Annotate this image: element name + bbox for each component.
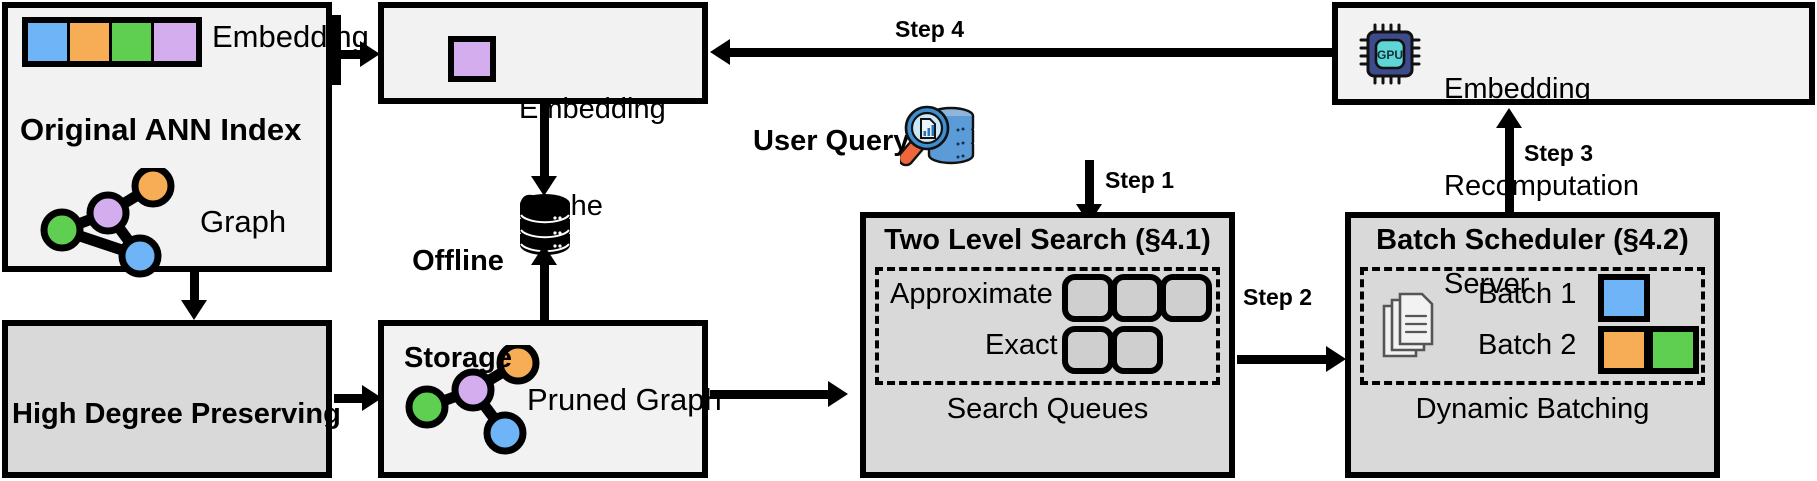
batch1-label: Batch 1 (1478, 278, 1577, 310)
dynamic-batching-dashed-region (1360, 267, 1705, 385)
search-queues-footer: Search Queues (946, 393, 1149, 425)
arrow-pruned-to-search-line (710, 390, 832, 399)
arrow-pruning-to-pruned-line (334, 394, 366, 403)
batch2-items[interactable] (1598, 326, 1699, 374)
gpu-icon-text: GPU (1377, 48, 1403, 62)
search-queues-dashed-region (875, 267, 1220, 385)
graph-pruning-line1: High Degree Preserving (12, 397, 341, 430)
embedding-cell-0 (28, 23, 70, 61)
recomputation-server-line2: Recomputation (1444, 170, 1640, 203)
user-query-search-icon (900, 105, 975, 167)
original-ann-index-title: Original ANN Index (20, 112, 302, 147)
arrow-step3-line (1505, 126, 1514, 212)
arrow-step4-line (730, 48, 1332, 57)
embedding-cell-3 (154, 23, 196, 61)
batch2-label: Batch 2 (1478, 329, 1577, 361)
arrow-step2-line (1237, 355, 1335, 364)
exact-label: Exact (985, 329, 1058, 361)
two-level-search-title: Two Level Search (§4.1) (884, 224, 1211, 256)
embedding-vector-icon (22, 17, 202, 67)
embedding-cell-1 (70, 23, 112, 61)
arrow-index-to-cache-line (332, 50, 364, 59)
graph-label: Graph (200, 204, 287, 239)
pruned-graph-label: Pruned Graph (527, 382, 722, 417)
dynamic-batching-footer: Dynamic Batching (1415, 393, 1650, 425)
recomputation-server-line3: Server (1444, 267, 1530, 300)
step2-label: Step 2 (1243, 284, 1313, 310)
embedding-label: Embedding (212, 19, 369, 54)
exact-slot-1[interactable] (1062, 326, 1114, 374)
original-graph-icon (40, 168, 175, 278)
batch-scheduler-title: Batch Scheduler (§4.2) (1376, 224, 1689, 256)
arrow-cache-to-storage-head (531, 176, 557, 196)
exact-slot-2[interactable] (1111, 326, 1163, 374)
approximate-label: Approximate (890, 278, 1053, 310)
documents-icon (1382, 292, 1434, 358)
batch1-item-1[interactable] (1598, 274, 1650, 322)
approximate-slot-2[interactable] (1111, 274, 1163, 322)
arrow-pruned-to-search-head (828, 381, 848, 407)
step1-label: Step 1 (1105, 167, 1175, 193)
offline-storage-database-icon (520, 194, 570, 255)
graph-pruning-box (2, 320, 332, 478)
batch1-items[interactable] (1598, 274, 1650, 322)
arrow-index-to-cache-head (360, 41, 380, 67)
graph-pruning-title: High Degree Preserving Graph Pruning (§5… (12, 333, 341, 481)
approximate-slot-3[interactable] (1160, 274, 1212, 322)
offline-storage-line1: Offline (412, 244, 504, 277)
approximate-slot-1[interactable] (1062, 274, 1114, 322)
arrow-pruned-to-storage-head (531, 245, 557, 265)
offline-storage-line2: Storage (404, 342, 512, 375)
arrow-cache-to-storage-line (540, 104, 549, 182)
gpu-chip-icon: GPU (1359, 23, 1421, 85)
embedding-cache-square-icon (448, 36, 496, 82)
approximate-queue-slots[interactable] (1062, 274, 1212, 322)
arrow-pruning-to-pruned-head (362, 385, 382, 411)
recomputation-server-line1: Embedding (1444, 72, 1591, 105)
step4-label: Step 4 (895, 16, 965, 42)
recomputation-server-title: Embedding Recomputation Server (1444, 8, 1639, 365)
user-query-label: User Query (753, 125, 910, 157)
pruned-graph-icon (405, 345, 540, 455)
offline-storage-label: Offline Storage (398, 180, 518, 440)
arrow-step4-head (710, 39, 730, 65)
step3-label: Step 3 (1524, 140, 1594, 166)
batch2-item-2[interactable] (1647, 326, 1699, 374)
arrow-step1-line (1085, 160, 1094, 212)
arrow-step2-head (1326, 346, 1346, 372)
arrow-index-to-pruning-line (190, 272, 199, 302)
embedding-cache-box (378, 2, 708, 104)
arrow-step3-head (1496, 108, 1522, 128)
exact-queue-slots[interactable] (1062, 326, 1163, 374)
arrow-index-to-pruning-head (181, 300, 207, 320)
two-level-search-box (860, 212, 1235, 478)
embedding-cell-2 (112, 23, 154, 61)
arrow-pruned-to-storage-line (540, 252, 549, 320)
